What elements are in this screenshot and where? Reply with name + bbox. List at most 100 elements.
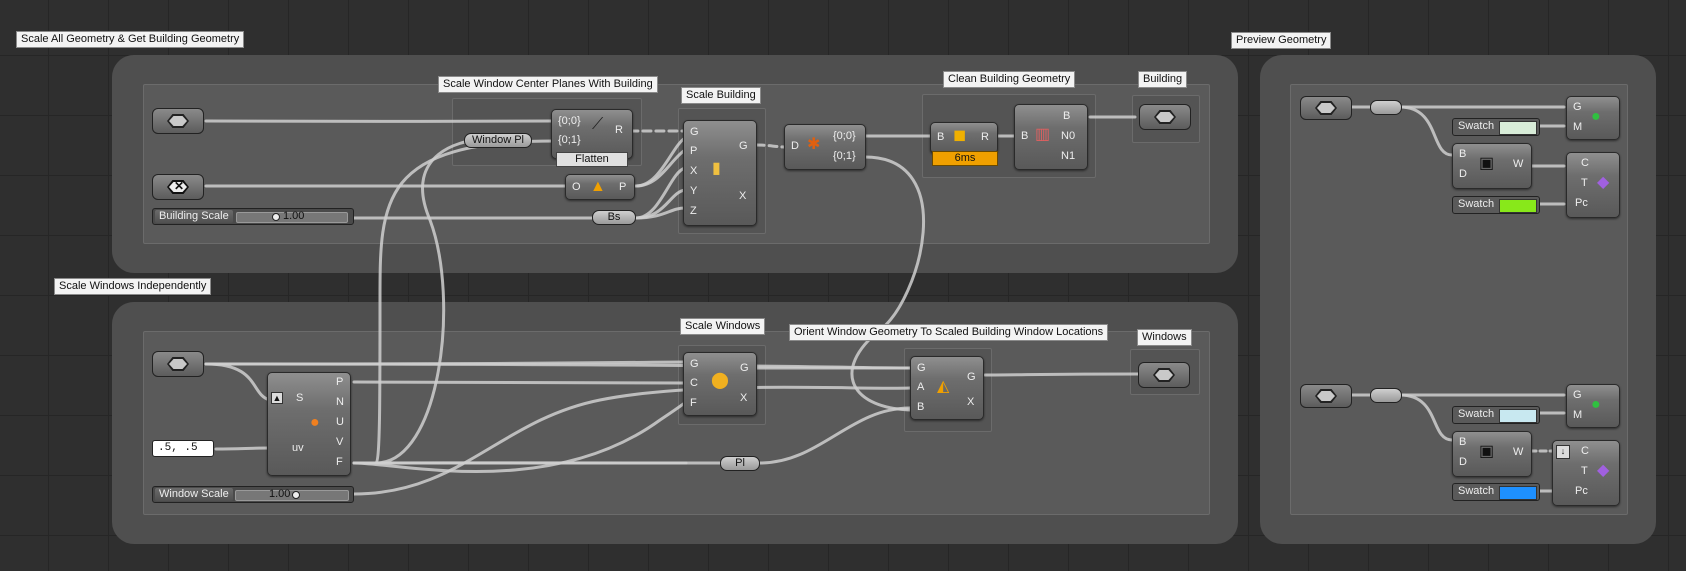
preview-geometry-param-top[interactable]	[1300, 96, 1352, 120]
eval-u: U	[336, 416, 344, 428]
join-r: R	[981, 131, 989, 143]
slider-grip[interactable]	[292, 491, 300, 499]
swatch-3-color[interactable]	[1499, 409, 1537, 423]
join-brep-component[interactable]: B ◼ R	[930, 122, 998, 154]
swatch-1-color[interactable]	[1499, 121, 1537, 135]
building-scale-value: 1.00	[283, 210, 305, 222]
label-scale-building[interactable]: Scale Building	[681, 87, 761, 104]
swatch-2-color[interactable]	[1499, 199, 1537, 213]
eval-f: F	[336, 456, 343, 468]
sw-out-x: X	[740, 392, 748, 404]
swatch-1[interactable]: Swatch	[1452, 118, 1540, 136]
wireframe-component-top[interactable]: B D ▣ W	[1452, 143, 1532, 189]
cp-t: T	[1581, 177, 1588, 189]
cp-pc2: Pc	[1575, 485, 1588, 497]
label-windows[interactable]: Windows	[1137, 329, 1192, 346]
label-scale-window-planes[interactable]: Scale Window Center Planes With Building	[438, 76, 658, 93]
pv-g: G	[1573, 101, 1582, 113]
swatch-4[interactable]: Swatch	[1452, 483, 1540, 501]
clean-n1: N1	[1061, 150, 1076, 162]
group-label-scale-windows[interactable]: Scale Windows Independently	[54, 278, 212, 295]
path-p0: {0;0}	[558, 115, 581, 127]
geometry-param-windows[interactable]	[152, 351, 204, 377]
relay-bs[interactable]: Bs	[592, 210, 636, 225]
label-building[interactable]: Building	[1138, 71, 1188, 88]
flatten-tag[interactable]: Flatten	[556, 152, 628, 167]
or-out-g: G	[967, 371, 976, 383]
path-mapper-icon: ⟋	[592, 116, 604, 133]
swatch-3[interactable]: Swatch	[1452, 406, 1540, 424]
pv-m: M	[1573, 121, 1583, 133]
slider-grip[interactable]	[272, 213, 280, 221]
geometry-param-top[interactable]	[152, 108, 204, 134]
swatch-4-color[interactable]	[1499, 486, 1537, 500]
custom-preview-icon: ◆	[1597, 462, 1610, 479]
scale-nu-component[interactable]: G P X Y Z G X ▮	[683, 120, 757, 226]
eval-p: P	[336, 376, 344, 388]
sng-y: Y	[690, 185, 698, 197]
relay-pl[interactable]: Pl	[720, 456, 760, 471]
reparam-toggle[interactable]: ▲	[271, 392, 283, 404]
uv-panel[interactable]: .5, .5	[152, 440, 214, 457]
wireframe-component-bottom[interactable]: B D ▣ W	[1452, 431, 1532, 477]
swatch-1-name: Swatch	[1458, 120, 1495, 132]
window-scale-slider[interactable]: Window Scale 1.00	[152, 486, 354, 503]
custom-preview-icon: ◆	[1597, 174, 1610, 191]
path-out-r: R	[615, 124, 623, 136]
path-mapper-component[interactable]: {0;0} {0;1} R ⟋	[551, 109, 633, 159]
building-scale-slider-name: Building Scale	[155, 210, 233, 223]
plane-icon: ▲	[590, 178, 606, 195]
tree-icon: ✱	[807, 136, 821, 153]
orient-icon: ◭	[937, 378, 950, 395]
window-scale-value: 1.00	[269, 488, 291, 500]
construct-plane-component[interactable]: O ▲ P	[565, 174, 635, 200]
building-geometry-param[interactable]	[1139, 104, 1191, 130]
evaluate-surface-component[interactable]: ▲ S uv ● P N U V F	[267, 372, 351, 476]
swatch-2-name: Swatch	[1458, 198, 1495, 210]
preview-relay-top[interactable]	[1370, 100, 1402, 115]
cpl-p: P	[619, 181, 627, 193]
group-label-scale-all[interactable]: Scale All Geometry & Get Building Geomet…	[16, 31, 245, 48]
label-scale-windows[interactable]: Scale Windows	[680, 318, 766, 335]
wf-d2: D	[1459, 456, 1467, 468]
clean-b: B	[1021, 130, 1029, 142]
sng-g: G	[690, 126, 699, 138]
wf-w: W	[1513, 158, 1524, 170]
swatch-2[interactable]: Swatch	[1452, 196, 1540, 214]
custom-preview-top[interactable]: C T Pc ◆	[1566, 152, 1620, 218]
eval-uv: uv	[292, 442, 304, 454]
preview-geometry-param-bottom[interactable]	[1300, 384, 1352, 408]
or-a: A	[917, 381, 925, 393]
cp-c: C	[1581, 157, 1589, 169]
or-out-x: X	[967, 396, 975, 408]
label-orient-window[interactable]: Orient Window Geometry To Scaled Buildin…	[789, 324, 1109, 341]
windows-geometry-param[interactable]	[1138, 362, 1190, 388]
custom-preview-bottom[interactable]: ↓ C T Pc ◆	[1552, 440, 1620, 506]
relay-window-pl[interactable]: Window Pl	[464, 133, 532, 148]
preview-component-bottom[interactable]: G M ●	[1566, 384, 1620, 428]
swatch-4-name: Swatch	[1458, 485, 1495, 497]
preview-sphere-icon: ●	[1591, 396, 1601, 413]
or-g: G	[917, 362, 926, 374]
slider-track[interactable]	[236, 212, 348, 223]
preview-component-top[interactable]: G M ●	[1566, 96, 1620, 140]
download-toggle[interactable]: ↓	[1556, 445, 1570, 459]
sng-out-x: X	[739, 190, 747, 202]
et-d: D	[791, 140, 799, 152]
preview-relay-bottom[interactable]	[1370, 388, 1402, 403]
sng-out-g: G	[739, 140, 748, 152]
explode-tree-component[interactable]: D ✱ {0;0} {0;1}	[784, 124, 866, 170]
window-scale-slider-name: Window Scale	[155, 488, 233, 501]
building-scale-slider[interactable]: Building Scale 1.00	[152, 208, 354, 225]
label-clean-building[interactable]: Clean Building Geometry	[943, 71, 1076, 88]
clean-brep-component[interactable]: B ▥ B N0 N1	[1014, 104, 1088, 170]
point-param-top[interactable]: ✕	[152, 174, 204, 200]
or-b: B	[917, 401, 925, 413]
scale-icon: ⬤	[711, 372, 729, 389]
group-label-preview[interactable]: Preview Geometry	[1231, 32, 1332, 49]
scale-windows-component[interactable]: G C F ⬤ G X	[683, 352, 757, 416]
wf-w2: W	[1513, 446, 1524, 458]
orient-component[interactable]: G A B ◭ G X	[910, 356, 984, 420]
